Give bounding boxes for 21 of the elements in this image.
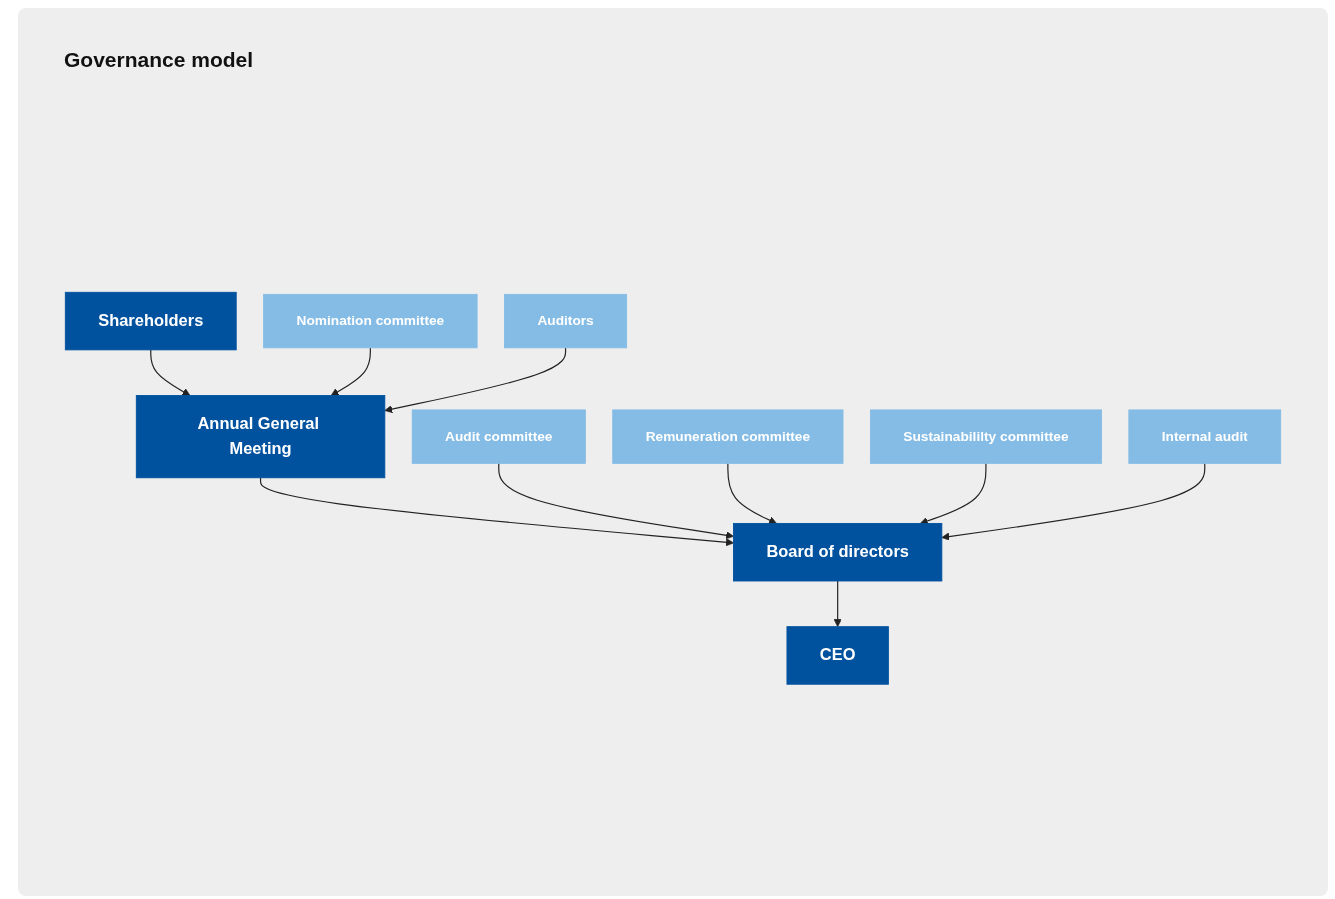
node-box [612, 409, 844, 464]
node-box [263, 293, 478, 348]
arrow [384, 346, 567, 413]
arrow [919, 462, 987, 525]
arrow [259, 476, 734, 546]
diagram-title: Governance model [64, 48, 254, 72]
arrow [941, 462, 1206, 541]
arrow [498, 462, 734, 539]
arrow [833, 580, 842, 627]
node-box [64, 291, 237, 351]
node-box [135, 394, 386, 478]
arrow [727, 462, 777, 524]
node-box [869, 409, 1102, 464]
node-box [786, 625, 889, 685]
arrow [150, 349, 191, 396]
card-background: Governance model Shareholders Nomination committee Auditors Annual General Meeting Audit committee Remuneration committee Sustainabililty committee Internal audit Board of directors CEO [18, 8, 1328, 896]
node-box [411, 409, 586, 464]
arrow [330, 346, 371, 396]
node-box [504, 293, 628, 348]
node-box [1128, 409, 1282, 464]
node-box [733, 522, 943, 582]
